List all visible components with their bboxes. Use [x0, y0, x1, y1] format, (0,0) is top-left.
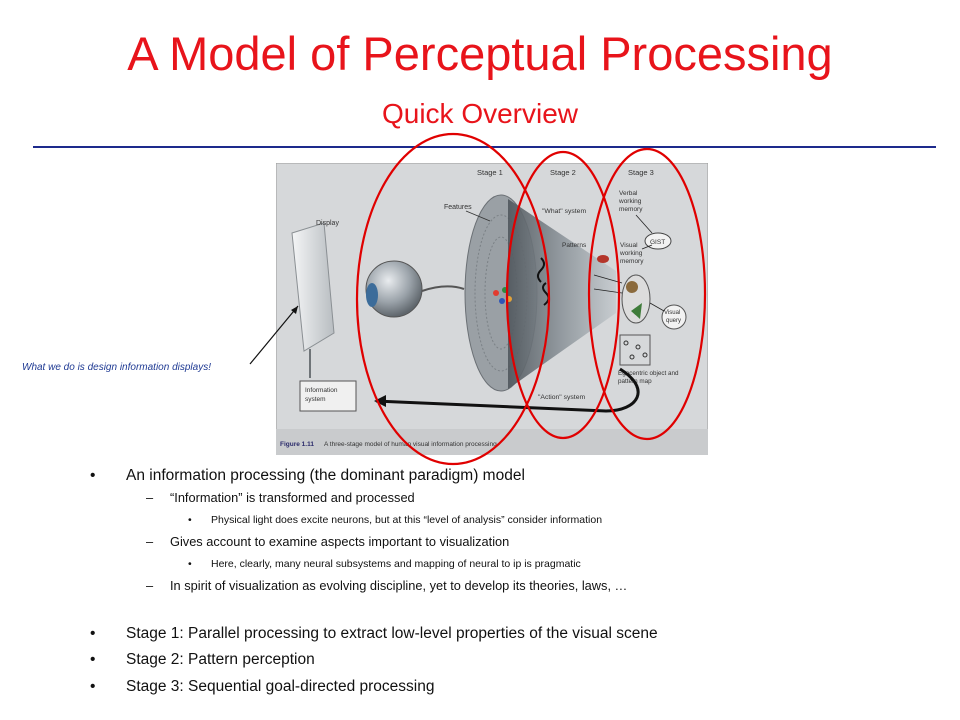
bullet-marker: •	[188, 558, 192, 570]
bullet-4: Stage 3: Sequential goal-directed proces…	[126, 678, 435, 695]
bullet-marker: •	[90, 651, 96, 668]
display-icon	[291, 222, 335, 352]
dash-marker: –	[146, 534, 154, 549]
information-system-label-2: system	[305, 396, 326, 403]
slide-subtitle: Quick Overview	[381, 98, 579, 129]
dash-marker: –	[146, 490, 154, 505]
bullet-3: Stage 2: Pattern perception	[126, 651, 315, 668]
bullet-marker: •	[90, 467, 96, 484]
information-system-label-1: Information	[305, 387, 338, 394]
slide-title: A Model of Perceptual Processing	[127, 27, 833, 80]
bullet-1-1-1: Physical light does excite neurons, but …	[211, 514, 603, 526]
bullet-marker: •	[188, 514, 192, 526]
bullet-1: An information processing (the dominant …	[126, 467, 525, 484]
dash-marker: –	[146, 578, 154, 593]
information-system-box	[299, 380, 357, 412]
bullet-1-2-1: Here, clearly, many neural subsystems an…	[211, 558, 581, 570]
figure-number: Figure 1.11	[280, 441, 314, 448]
bullet-1-2: Gives account to examine aspects importa…	[170, 534, 510, 549]
bullet-1-3: In spirit of visualization as evolving d…	[170, 578, 628, 593]
bullet-marker: •	[90, 625, 96, 642]
annotation-note: What we do is design information display…	[22, 362, 211, 373]
bullet-2: Stage 1: Parallel processing to extract …	[126, 625, 658, 642]
display-label: Display	[316, 220, 339, 227]
bullet-1-1: “Information” is transformed and process…	[170, 490, 415, 505]
bullet-marker: •	[90, 678, 96, 695]
